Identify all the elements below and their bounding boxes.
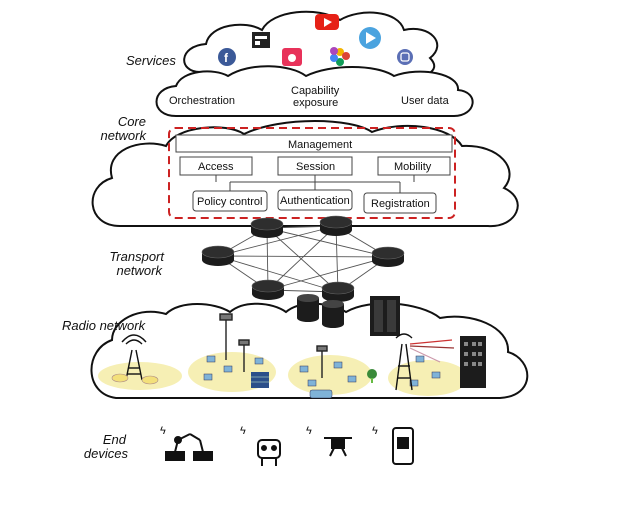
tower-base [111,373,159,385]
robot-icon: ϟ [240,425,281,466]
vehicle-icon [309,389,333,399]
core-functions-boundary [168,127,456,219]
photos-icon [330,47,350,66]
building-icon [460,336,486,388]
cell-tower-icon [395,333,413,391]
transport-network-label-line2: network [116,263,162,278]
radio-network-label: Radio network [62,318,146,333]
router-icon [250,217,284,238]
core-network-label-line2: network [100,128,146,143]
svg-text:f: f [224,51,229,65]
registration-box [363,192,437,214]
session-label: Session [296,161,335,173]
access-label: Access [198,161,234,173]
core-network-label-line1: Core [117,114,146,129]
end-devices-label-line2: devices [83,446,128,461]
policy-control-label: Policy control [197,196,262,208]
capability-label-line2: exposure [293,97,338,109]
news-app-icon [252,32,270,48]
server-rack-icon [370,296,400,336]
router-icon [371,246,405,267]
mobility-label: Mobility [394,161,432,173]
beam-lines [409,339,455,363]
video-play-icon [359,27,381,49]
svg-text:ϟ: ϟ [160,425,166,437]
service-functions-cloud [155,65,474,117]
services-cloud [183,10,439,82]
transport-links [217,225,389,293]
svg-text:ϟ: ϟ [372,425,378,437]
capability-label-line1: Capability [291,85,340,97]
services-layer-label: Services [126,53,176,68]
user-data-label: User data [401,95,450,107]
router-icon [251,279,285,300]
drone-icon: ϟ [306,425,352,457]
cell-tower-icon [121,334,147,381]
transport-network-label-line1: Transport [109,249,164,264]
house-icon [203,355,441,387]
tree-icon [367,369,377,383]
policy-control-box [192,190,268,212]
core-connector-lines [215,175,415,193]
svg-text:ϟ: ϟ [306,425,312,437]
svg-text:ϟ: ϟ [240,425,246,437]
authentication-box [277,189,353,211]
database-icon [297,294,319,322]
registration-label: Registration [371,198,430,210]
smartphone-icon: ϟ [372,425,414,465]
management-label: Management [288,139,352,151]
router-icon [319,215,353,236]
coverage-area [98,362,182,390]
robot-arm-icon: ϟ [160,425,213,461]
small-cell-icon [219,313,328,378]
coverage-area [288,355,372,395]
youtube-icon [315,14,339,30]
instagram-icon [397,49,413,65]
orchestration-label: Orchestration [169,95,235,107]
authentication-label: Authentication [280,195,350,207]
server-box-icon [251,372,269,388]
router-icon [201,245,235,266]
coverage-area [388,360,468,396]
management-box [175,134,453,153]
music-icon [282,48,302,66]
facebook-icon: f [218,48,236,66]
router-icon [321,281,355,302]
end-devices-label-line1: End [102,432,126,447]
database-icon [322,300,344,328]
